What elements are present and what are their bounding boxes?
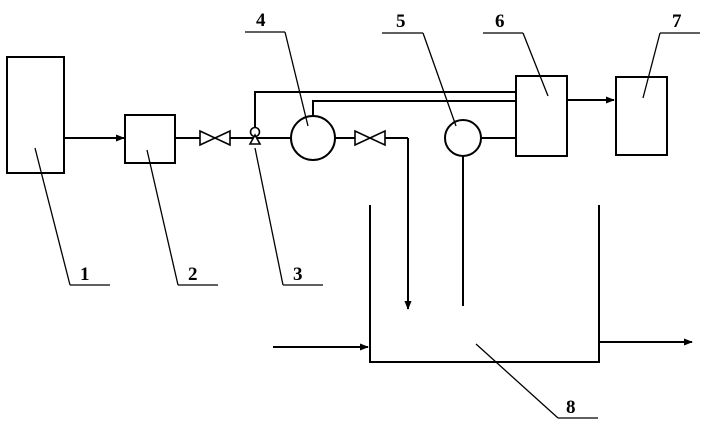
leader-7 [642, 32, 661, 99]
component-8-tank [369, 205, 600, 363]
leader-lines [34, 31, 700, 419]
leader-4 [284, 31, 309, 127]
component-7-box [615, 76, 668, 156]
leader-1 [34, 147, 71, 286]
label-4: 4 [256, 10, 266, 31]
label-7: 7 [672, 11, 682, 32]
pipe-4-to-6 [312, 100, 516, 116]
component-1-box [6, 56, 65, 174]
component-3-fitting-icon [248, 126, 262, 145]
leader-2 [146, 149, 179, 286]
component-5-sensor [444, 119, 482, 157]
component-6-box [515, 75, 568, 157]
label-1: 1 [80, 264, 90, 285]
leader-3 [254, 147, 284, 286]
label-8: 8 [566, 397, 576, 418]
label-2: 2 [188, 264, 198, 285]
label-3: 3 [293, 264, 303, 285]
label-5: 5 [396, 11, 406, 32]
leader-6 [522, 32, 549, 97]
valve-1-icon [199, 129, 231, 147]
component-4-pump [290, 115, 336, 161]
label-6: 6 [495, 11, 505, 32]
pipe-3-to-6 [254, 91, 516, 128]
leader-5 [422, 32, 457, 127]
component-2-box [124, 114, 176, 164]
leader-8 [475, 343, 559, 419]
valve-2-icon [354, 129, 386, 147]
